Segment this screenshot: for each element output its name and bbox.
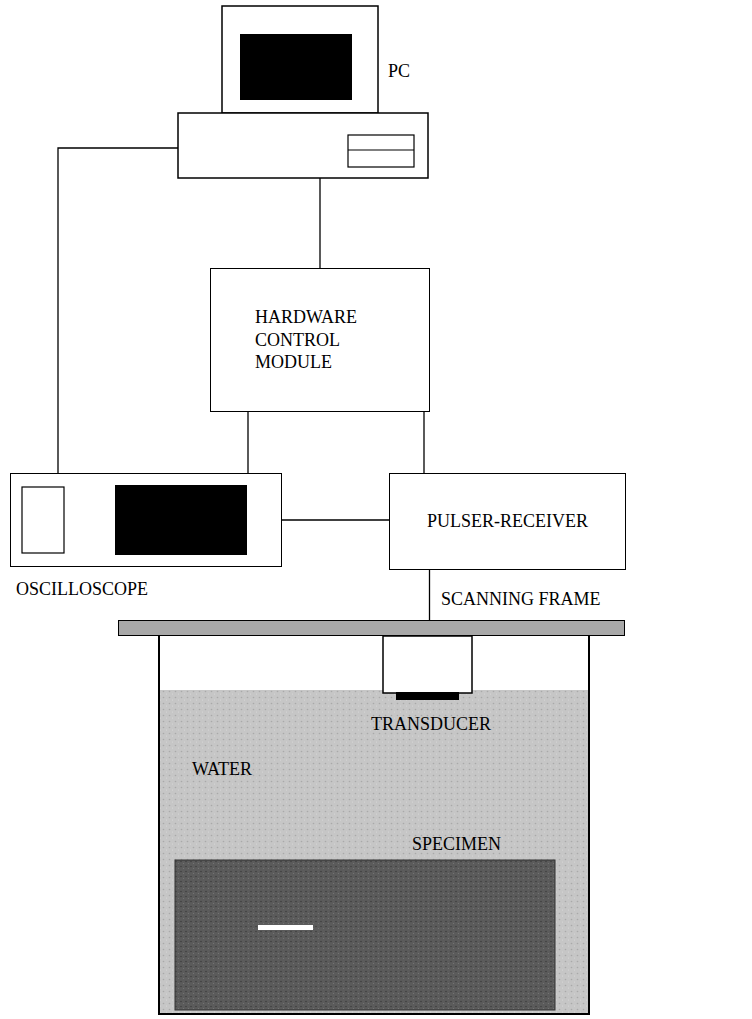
cable-line	[423, 412, 424, 473]
node-label: PC	[388, 60, 410, 83]
cable-line	[58, 148, 178, 473]
monitor-screen	[240, 34, 352, 100]
scope-screen	[115, 485, 247, 555]
cable-line	[247, 412, 248, 473]
node-label: SPECIMEN	[412, 833, 501, 856]
transducer-body	[383, 636, 472, 693]
node-label: OSCILLOSCOPE	[16, 578, 148, 601]
scanning-frame: SCANNING FRAME	[118, 620, 625, 636]
water-tank: WATER TRANSDUCER SPECIMEN	[158, 636, 590, 1015]
specimen-block	[175, 860, 555, 1010]
node-label: TRANSDUCER	[371, 713, 491, 736]
monitor	[222, 6, 378, 113]
drive-divider	[348, 149, 414, 150]
node-label: WATER	[192, 758, 252, 781]
oscilloscope: OSCILLOSCOPE	[10, 473, 282, 567]
node-label: SCANNING FRAME	[441, 588, 601, 611]
computer-case	[178, 113, 428, 178]
cable-line	[282, 519, 389, 520]
water-fill	[159, 690, 589, 1014]
cable-line	[319, 178, 320, 268]
pulser-receiver: PULSER-RECEIVER	[389, 473, 626, 570]
flaw	[258, 925, 313, 930]
transducer-face	[396, 692, 459, 700]
node-label: PULSER-RECEIVER	[427, 510, 588, 533]
control-module: HARDWARE CONTROL MODULE	[210, 268, 430, 412]
specimen: SPECIMEN	[177, 860, 557, 1010]
transducer: TRANSDUCER	[385, 636, 474, 700]
scope-panel	[22, 487, 64, 553]
node-label: HARDWARE CONTROL MODULE	[255, 306, 385, 374]
computer: PC	[178, 5, 428, 178]
drive-slot	[348, 135, 414, 167]
